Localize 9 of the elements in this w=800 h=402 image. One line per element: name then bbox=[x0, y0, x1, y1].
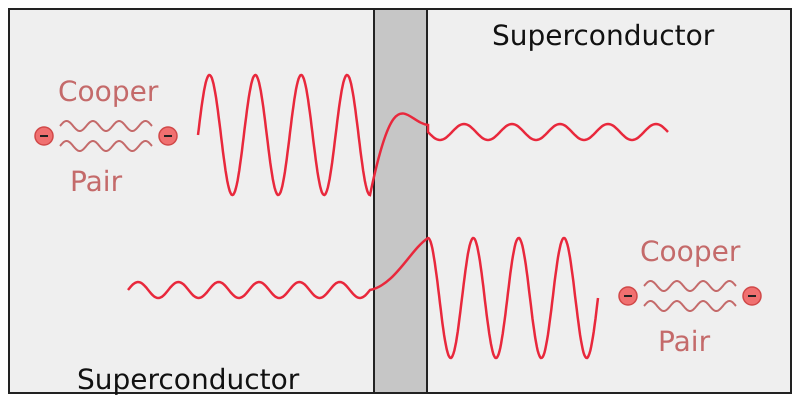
insulating-barrier bbox=[373, 8, 428, 394]
pair-label: Pair bbox=[70, 168, 122, 196]
cooper-label: Cooper bbox=[640, 238, 740, 266]
pair-label: Pair bbox=[658, 328, 710, 356]
region-label: Superconductor bbox=[77, 366, 300, 394]
region-label: Superconductor bbox=[492, 22, 714, 50]
superconductor-panel bbox=[8, 8, 375, 394]
superconductor-panel bbox=[426, 8, 792, 394]
cooper-label: Cooper bbox=[58, 78, 158, 106]
